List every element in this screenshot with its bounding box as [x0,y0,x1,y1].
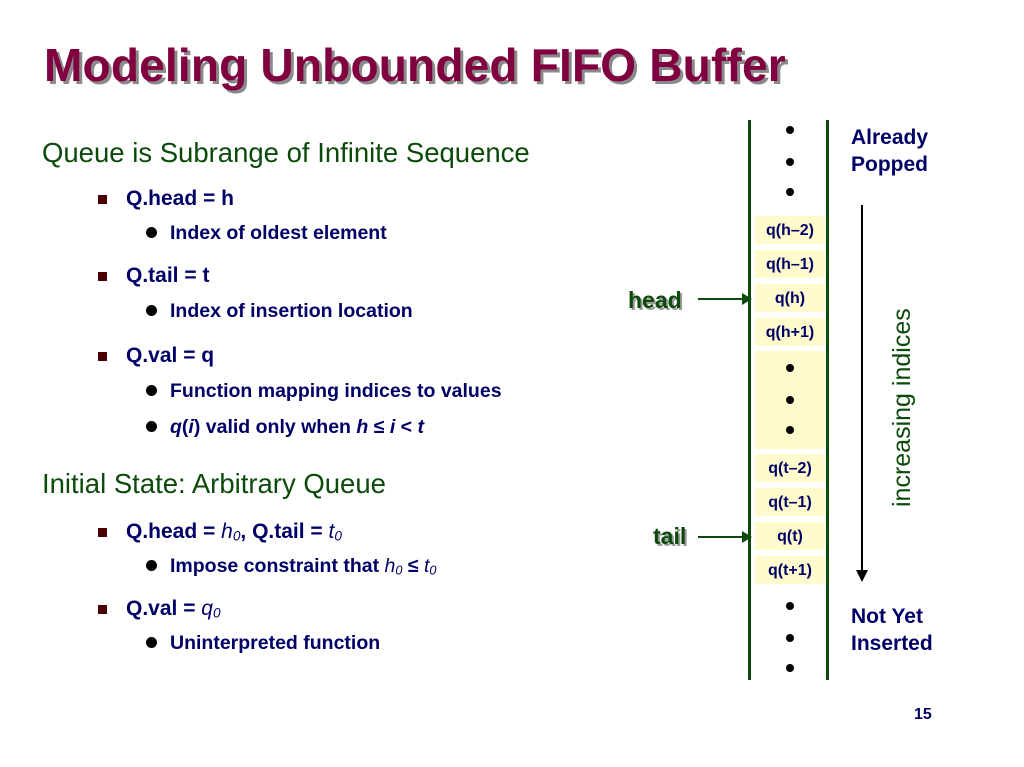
tail-arrow-icon [698,531,752,543]
ellipsis-bottom [755,598,825,686]
increasing-indices-label: increasing indices [888,308,916,507]
cell-q-h-plus-1: q(h+1) [755,317,825,347]
cell-q-t: q(t) [755,521,825,551]
square-bullet-icon [98,605,107,614]
square-bullet-icon [98,195,107,204]
square-bullet-icon [98,352,107,361]
direction-arrow-down-icon [856,570,868,582]
label-not-yet-inserted: Not Yet Inserted [851,605,933,655]
direction-arrow-line [861,205,863,572]
cell-q-t-minus-1: q(t–1) [755,487,825,517]
cell-q-h-minus-2: q(h–2) [755,215,825,245]
section-heading-initial-state: Initial State: Arbitrary Queue [42,468,386,499]
cell-q-h-minus-1: q(h–1) [755,249,825,279]
page-number: 15 [914,706,932,723]
round-bullet-icon [146,385,157,396]
round-bullet-icon [146,421,157,432]
ellipsis-dot-icon [786,426,794,434]
cell-q-t-plus-1: q(t+1) [755,555,825,585]
square-bullet-icon [98,272,107,281]
head-arrow-icon [698,293,752,305]
head-pointer-label: head [628,287,682,313]
round-bullet-icon [146,560,157,571]
cell-q-t-minus-2: q(t–2) [755,453,825,483]
ellipsis-dot-icon [786,188,794,196]
ellipsis-middle [755,360,825,448]
slide-title: Modeling Unbounded FIFO Buffer [44,39,786,91]
ellipsis-top [755,122,825,210]
label-already-popped: Already Popped [851,126,929,176]
square-bullet-icon [98,528,107,537]
ellipsis-dot-icon [786,664,794,672]
tail-pointer-label: tail [653,523,687,549]
round-bullet-icon [146,637,157,648]
round-bullet-icon [146,305,157,316]
sequence-rail-left [748,120,751,680]
cell-q-h: q(h) [755,283,825,313]
ellipsis-dot-icon [786,602,794,610]
ellipsis-dot-icon [786,396,794,404]
ellipsis-dot-icon [786,364,794,372]
sequence-rail-right [826,120,829,680]
ellipsis-dot-icon [786,126,794,134]
ellipsis-dot-icon [786,158,794,166]
round-bullet-icon [146,227,157,238]
ellipsis-dot-icon [786,634,794,642]
section-heading-queue: Queue is Subrange of Infinite Sequence [42,137,530,168]
